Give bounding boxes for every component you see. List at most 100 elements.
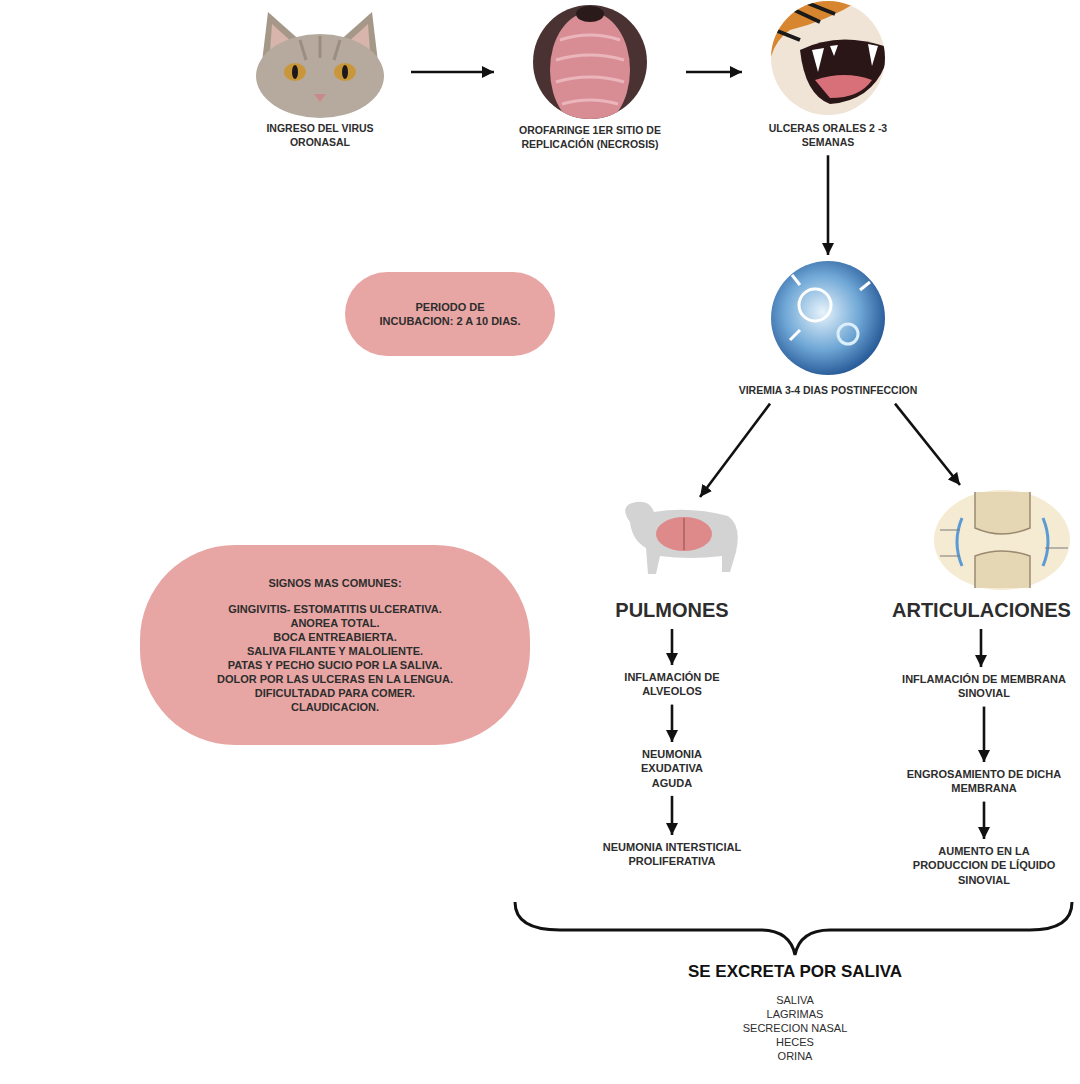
tiger-mouth-picture	[775, 0, 835, 40]
cat-picture	[256, 34, 384, 118]
node-list-item: ANOREA TOTAL.	[290, 616, 379, 630]
arrow-connector	[411, 71, 494, 74]
lung-picture	[683, 518, 685, 550]
joint-picture	[975, 492, 1030, 534]
tiger-mouth-picture	[812, 48, 824, 72]
oropharynx-picture	[550, 6, 630, 128]
arrow-connector	[671, 705, 674, 742]
picture-space	[586, 502, 758, 597]
lung-picture	[625, 502, 738, 574]
arrow-connector	[983, 802, 986, 839]
node-text: OROFARINGE 1ER SITIO DE REPLICACIÓN (NEC…	[504, 124, 676, 151]
node-list-item: GINGIVITIS- ESTOMATITIS ULCERATIVA.	[228, 602, 442, 616]
arrow-connector	[671, 629, 674, 665]
picture-space	[239, 10, 401, 122]
arrow-connector	[700, 404, 770, 497]
excretion-item: HECES	[595, 1035, 995, 1049]
picture-step: OROFARINGE 1ER SITIO DE REPLICACIÓN (NEC…	[500, 4, 680, 153]
excretion-item: LAGRIMAS	[595, 1007, 995, 1021]
picture-space	[892, 490, 1070, 597]
signs-pill: SIGNOS MAS COMUNES: GINGIVITIS- ESTOMATIT…	[140, 545, 530, 745]
node-list-item: DIFICULTADAD PARA COMER.	[255, 686, 415, 700]
oropharynx-picture	[576, 6, 604, 22]
process-step: INFLAMACIÓN DE ALVEOLOS	[597, 668, 747, 701]
organ-step: ARTICULACIONES	[888, 488, 1074, 625]
picture-space	[504, 6, 676, 124]
excretion-item: SECRECION NASAL	[595, 1021, 995, 1035]
picture-space	[707, 260, 949, 384]
lung-picture	[656, 517, 712, 551]
tiger-mouth-picture	[800, 39, 890, 104]
arrow-connector	[827, 155, 830, 255]
arrow-connector	[980, 629, 983, 667]
joint-picture	[975, 551, 1030, 588]
virus-picture	[790, 275, 870, 340]
process-step: ENGROSAMIENTO DE DICHA MEMBRANA	[899, 765, 1069, 798]
node-text: ENGROSAMIENTO DE DICHA MEMBRANA	[903, 767, 1065, 796]
node-text: SIGNOS MAS COMUNES:	[268, 576, 401, 590]
cat-picture	[284, 63, 306, 81]
node-text: ARTICULACIONES	[892, 597, 1070, 623]
node-text: VIREMIA 3-4 DIAS POSTINFECCION	[707, 384, 949, 398]
process-step: NEUMONIA EXUDATIVA AGUDA	[617, 745, 727, 792]
picture-step: ULCERAS ORALES 2 -3 SEMANAS	[748, 0, 908, 151]
cat-picture	[314, 94, 326, 102]
brace	[515, 902, 1072, 955]
node-text: NEUMONIA EXUDATIVA AGUDA	[621, 747, 723, 790]
node-list-item: PATAS Y PECHO SUCIO POR LA SALIVA.	[228, 658, 443, 672]
cat-picture	[256, 12, 384, 118]
cat-picture	[292, 65, 298, 79]
node-text: PULMONES	[586, 597, 758, 623]
process-step: INFLAMACIÓN DE MEMBRANA SINOVIAL	[896, 670, 1072, 703]
process-step: AUMENTO EN LA PRODUCCION DE LÍQUIDO SINO…	[904, 842, 1064, 889]
joint-picture	[957, 518, 1048, 566]
excretion-item: ORINA	[595, 1049, 995, 1063]
excretion-item: SALIVA	[595, 993, 995, 1007]
node-list-item: DOLOR POR LAS ULCERAS EN LA LENGUA.	[217, 672, 453, 686]
arrow-connector	[686, 71, 742, 74]
note-pill: PERIODO DE INCUBACION: 2 A 10 DIAS.	[345, 272, 555, 356]
oropharynx-picture	[556, 35, 624, 104]
node-text: ULCERAS ORALES 2 -3 SEMANAS	[752, 122, 904, 149]
virus-picture	[838, 324, 858, 344]
tiger-mouth-picture	[770, 0, 890, 104]
node-list-item: BOCA ENTREABIERTA.	[273, 630, 396, 644]
node-text: PERIODO DE INCUBACION: 2 A 10 DIAS.	[379, 300, 521, 329]
node-list-item: CLAUDICACION.	[291, 700, 379, 714]
arrow-connector	[671, 796, 674, 835]
picture-step: INGRESO DEL VIRUS ORONASAL	[235, 8, 405, 151]
lung-picture	[625, 502, 738, 574]
node-list-item: SALIVA FILANTE Y MALOLIENTE.	[247, 644, 423, 658]
excretion-heading: SE EXCRETA POR SALIVA	[595, 962, 995, 982]
arrow-connector	[983, 707, 986, 762]
virus-picture	[771, 261, 885, 375]
node-text: INFLAMACIÓN DE MEMBRANA SINOVIAL	[900, 672, 1068, 701]
oropharynx-picture	[550, 12, 630, 128]
node-text: AUMENTO EN LA PRODUCCION DE LÍQUIDO SINO…	[908, 844, 1060, 887]
tiger-mouth-picture	[770, 0, 890, 115]
arrow-connector	[895, 404, 960, 485]
tiger-mouth-picture	[815, 75, 872, 98]
cat-picture	[334, 63, 356, 81]
cat-picture	[300, 36, 340, 60]
node-text: INGRESO DEL VIRUS ORONASAL	[239, 122, 401, 149]
virus-picture	[799, 289, 831, 321]
joint-picture	[934, 490, 1070, 590]
tiger-mouth-picture	[830, 45, 838, 56]
cat-picture	[342, 65, 348, 79]
joint-picture	[934, 490, 1070, 590]
virus-picture	[771, 261, 885, 375]
picture-space	[752, 2, 904, 122]
node-text: INFLAMACIÓN DE ALVEOLOS	[601, 670, 743, 699]
node-text: NEUMONIA INTERSTICIAL PROLIFERATIVA	[591, 840, 753, 869]
picture-step: VIREMIA 3-4 DIAS POSTINFECCION	[703, 258, 953, 400]
joint-picture	[940, 530, 1068, 556]
organ-step: PULMONES	[582, 500, 762, 625]
process-step: NEUMONIA INTERSTICIAL PROLIFERATIVA	[587, 838, 757, 871]
oropharynx-picture	[533, 5, 647, 128]
tiger-mouth-picture	[868, 44, 878, 66]
